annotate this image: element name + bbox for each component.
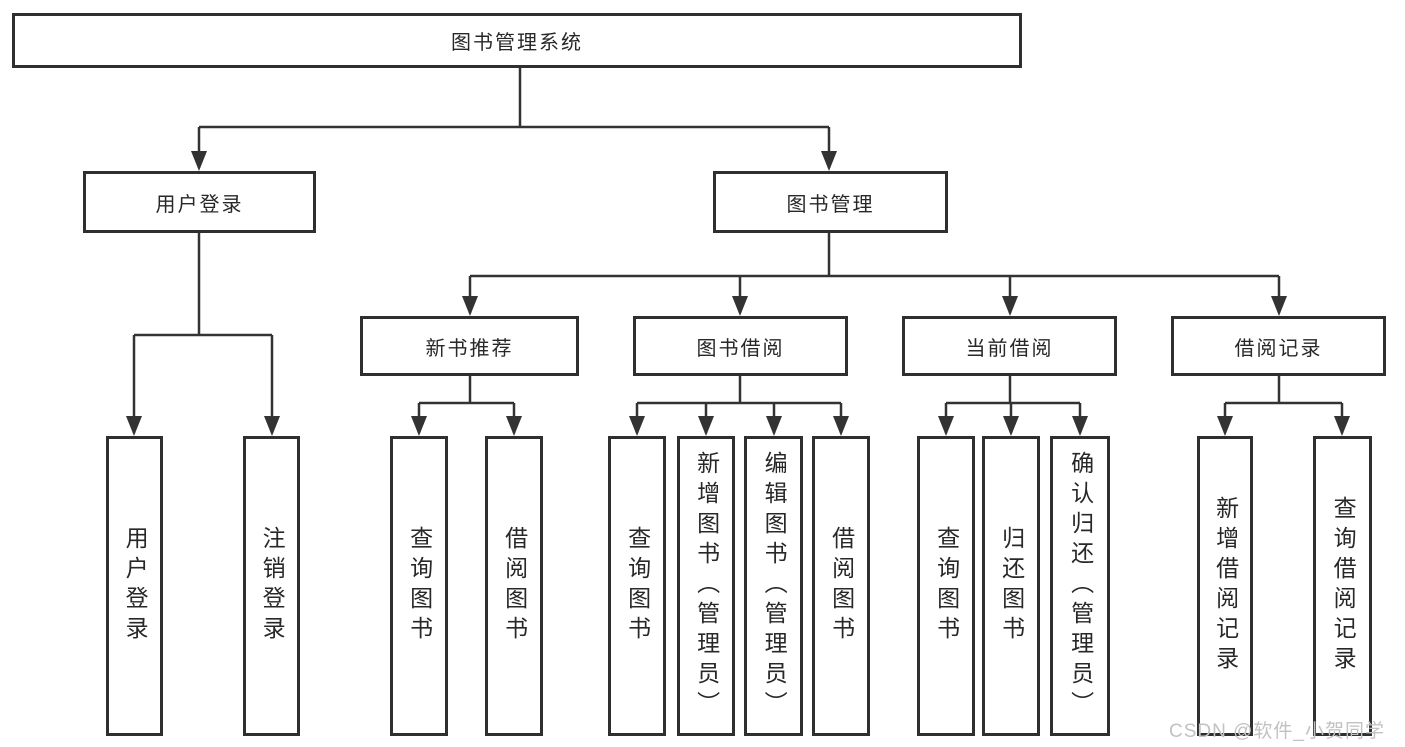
- leaf-confirm-return-admin: 确认归还（管理员）: [1050, 436, 1110, 736]
- leaf-query-books-recommend: 查询图书: [390, 436, 448, 736]
- leaf-label: 借阅图书: [828, 526, 855, 646]
- leaf-edit-books-admin: 编辑图书（管理员）: [744, 436, 803, 736]
- node-book-management: 图书管理: [713, 171, 948, 233]
- node-book-borrowing: 图书借阅: [633, 316, 848, 376]
- node-current-borrowing: 当前借阅: [902, 316, 1117, 376]
- leaf-label: 查询图书: [624, 526, 651, 646]
- node-library-system: 图书管理系统: [12, 13, 1022, 68]
- leaf-borrow-books-borrowing: 借阅图书: [812, 436, 870, 736]
- leaf-label: 编辑图书（管理员）: [761, 451, 788, 721]
- leaf-label: 查询图书: [933, 526, 960, 646]
- leaf-label: 注销登录: [259, 526, 286, 646]
- leaf-add-books-admin: 新增图书（管理员）: [677, 436, 735, 736]
- leaf-query-books-current: 查询图书: [917, 436, 975, 736]
- leaf-logout: 注销登录: [243, 436, 300, 736]
- node-new-book-recommend: 新书推荐: [360, 316, 579, 376]
- leaf-return-books: 归还图书: [982, 436, 1040, 736]
- leaf-label: 归还图书: [998, 526, 1025, 646]
- leaf-query-borrow-record: 查询借阅记录: [1313, 436, 1372, 736]
- leaf-borrow-books-recommend: 借阅图书: [485, 436, 543, 736]
- csdn-watermark: CSDN @软件_小贺同学: [1169, 721, 1385, 742]
- leaf-add-borrow-record: 新增借阅记录: [1197, 436, 1253, 736]
- leaf-label: 查询借阅记录: [1330, 496, 1357, 676]
- leaf-label: 用户登录: [122, 526, 149, 646]
- leaf-query-books-borrowing: 查询图书: [608, 436, 666, 736]
- leaf-label: 查询图书: [406, 526, 433, 646]
- node-borrowing-records: 借阅记录: [1171, 316, 1386, 376]
- leaf-label: 新增借阅记录: [1212, 496, 1239, 676]
- leaf-label: 确认归还（管理员）: [1067, 451, 1094, 721]
- leaf-label: 借阅图书: [501, 526, 528, 646]
- leaf-label: 新增图书（管理员）: [693, 451, 720, 721]
- node-user-login-branch: 用户登录: [83, 171, 316, 233]
- leaf-user-login: 用户登录: [106, 436, 163, 736]
